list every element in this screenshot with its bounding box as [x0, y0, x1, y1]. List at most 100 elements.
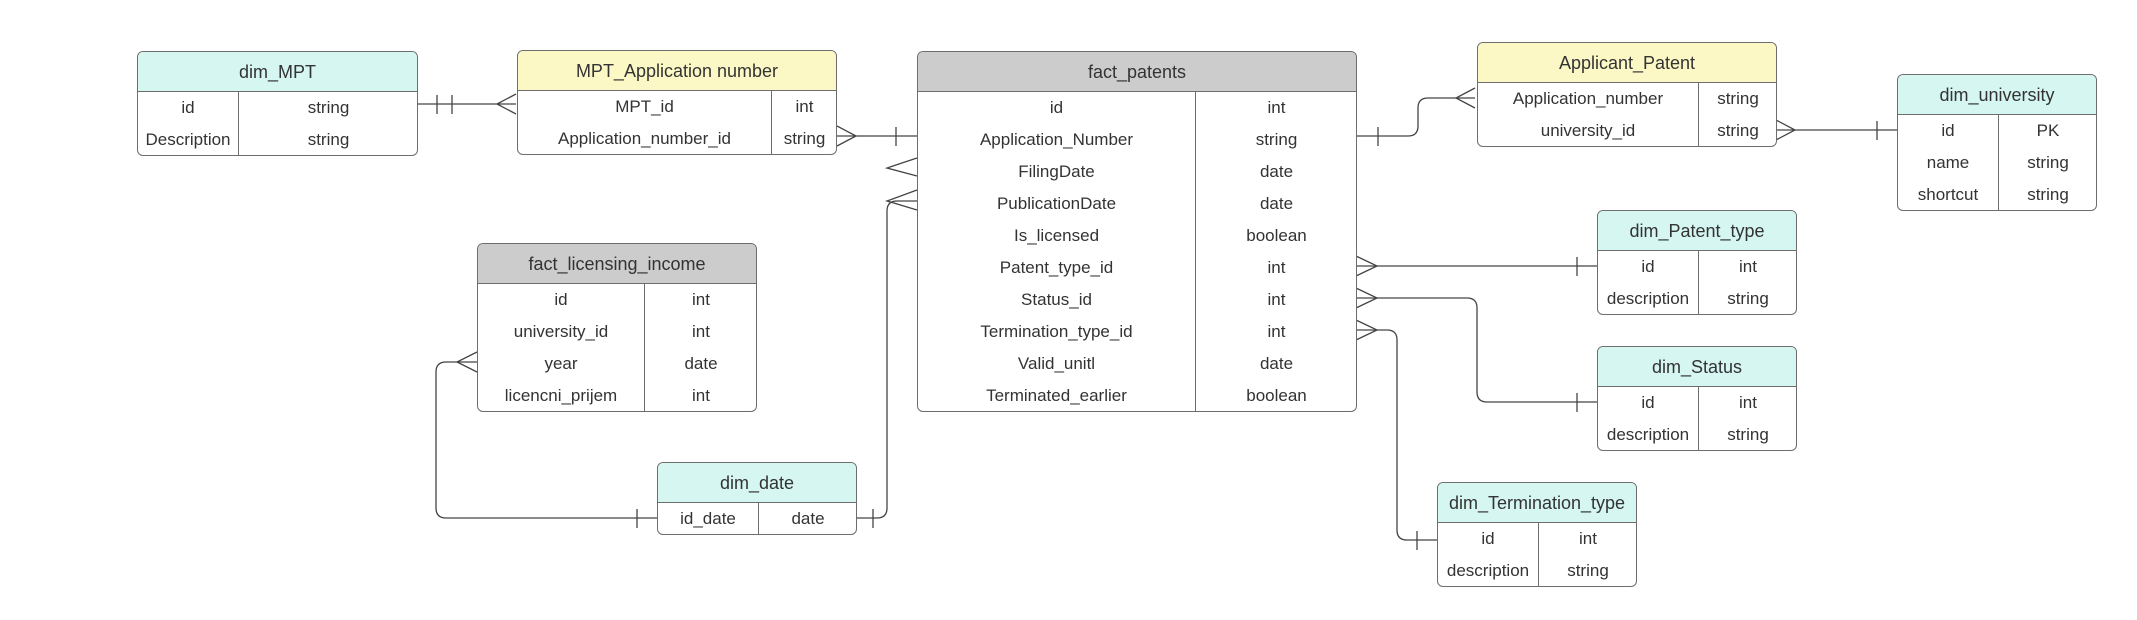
entity-mpt-application-number[interactable]: MPT_Application number MPT_id int Applic… [517, 50, 837, 155]
rel-dim-termination-type-to-fact-patents [1356, 329, 1437, 541]
field-row[interactable]: Is_licensed boolean [918, 220, 1356, 252]
field-row[interactable]: MPT_id int [518, 91, 836, 123]
entity-title: MPT_Application number [518, 51, 836, 91]
field-name: Application_number [1512, 89, 1664, 108]
field-name: Application_Number [979, 130, 1134, 149]
field-type: string [1727, 425, 1769, 444]
field-type: int [1267, 290, 1286, 309]
entity-title: fact_patents [918, 52, 1356, 92]
column-divider [1195, 92, 1196, 411]
field-type: string [2027, 185, 2069, 204]
many-marker [1775, 119, 1797, 141]
rel-dim-date-to-fact-licensing-income [435, 361, 657, 519]
field-row[interactable]: Application_Number string [918, 124, 1356, 156]
entity-title: dim_MPT [138, 52, 417, 92]
field-type: int [1267, 322, 1286, 341]
field-type: int [795, 97, 814, 116]
many-marker [836, 125, 858, 147]
field-type: int [692, 386, 710, 405]
rel-fact-patents-to-applicant-patent [1356, 97, 1475, 137]
field-type: string [2027, 153, 2069, 172]
field-name: licencni_prijem [504, 386, 618, 405]
field-type: date [1259, 162, 1294, 181]
field-row[interactable]: FilingDate date [918, 156, 1356, 188]
field-name: id [1941, 121, 1955, 140]
field-name: id [1049, 98, 1064, 117]
field-name: university_id [513, 322, 609, 341]
field-name: Description [145, 130, 231, 149]
column-divider [758, 503, 759, 534]
field-row[interactable]: Description string [138, 124, 417, 155]
field-name: id [1481, 529, 1495, 548]
field-type: string [1727, 289, 1769, 308]
field-row[interactable]: licencni_prijem int [478, 380, 756, 411]
field-type: int [692, 322, 710, 341]
field-name: description [1606, 425, 1690, 444]
field-type: int [1739, 257, 1757, 276]
field-name: Is_licensed [1013, 226, 1100, 245]
field-name: id [181, 98, 195, 117]
one-marker [436, 95, 453, 114]
column-divider [771, 91, 772, 154]
column-divider [1998, 115, 1999, 210]
field-type: date [1259, 194, 1294, 213]
field-type: string [1255, 130, 1298, 149]
entity-title: dim_Patent_type [1598, 211, 1796, 251]
field-row[interactable]: Status_id int [918, 284, 1356, 316]
field-name: PublicationDate [996, 194, 1117, 213]
field-name: Status_id [1021, 290, 1092, 309]
field-name: description [1446, 561, 1530, 580]
field-row[interactable]: university_id int [478, 316, 756, 348]
entity-applicant-patent[interactable]: Applicant_Patent Application_number strin… [1477, 42, 1777, 147]
field-row[interactable]: id string [138, 92, 417, 124]
entity-title: Applicant_Patent [1478, 43, 1776, 83]
field-type: string [1717, 89, 1759, 108]
field-type: string [307, 130, 350, 149]
field-row[interactable]: Application_number_id string [518, 123, 836, 154]
field-row[interactable]: description string [1598, 419, 1796, 450]
many-marker [1454, 87, 1476, 109]
column-divider [644, 284, 645, 411]
column-divider [1698, 387, 1699, 450]
entity-title: dim_Termination_type [1438, 483, 1636, 523]
entity-dim-mpt[interactable]: dim_MPT id string Description string [137, 51, 418, 156]
field-name: MPT_id [615, 97, 674, 116]
field-type: boolean [1246, 226, 1307, 245]
field-row[interactable]: PublicationDate date [918, 188, 1356, 220]
field-type: string [783, 129, 826, 148]
many-marker [884, 189, 918, 211]
many-marker [1355, 287, 1379, 309]
field-name: FilingDate [1018, 162, 1095, 181]
many-marker [455, 351, 478, 373]
field-row[interactable]: Application_number string [1478, 83, 1776, 115]
field-name: Application_number_id [558, 129, 731, 148]
field-type: date [684, 354, 718, 373]
column-divider [1698, 251, 1699, 314]
many-marker [884, 157, 918, 177]
field-type: int [1739, 393, 1757, 412]
